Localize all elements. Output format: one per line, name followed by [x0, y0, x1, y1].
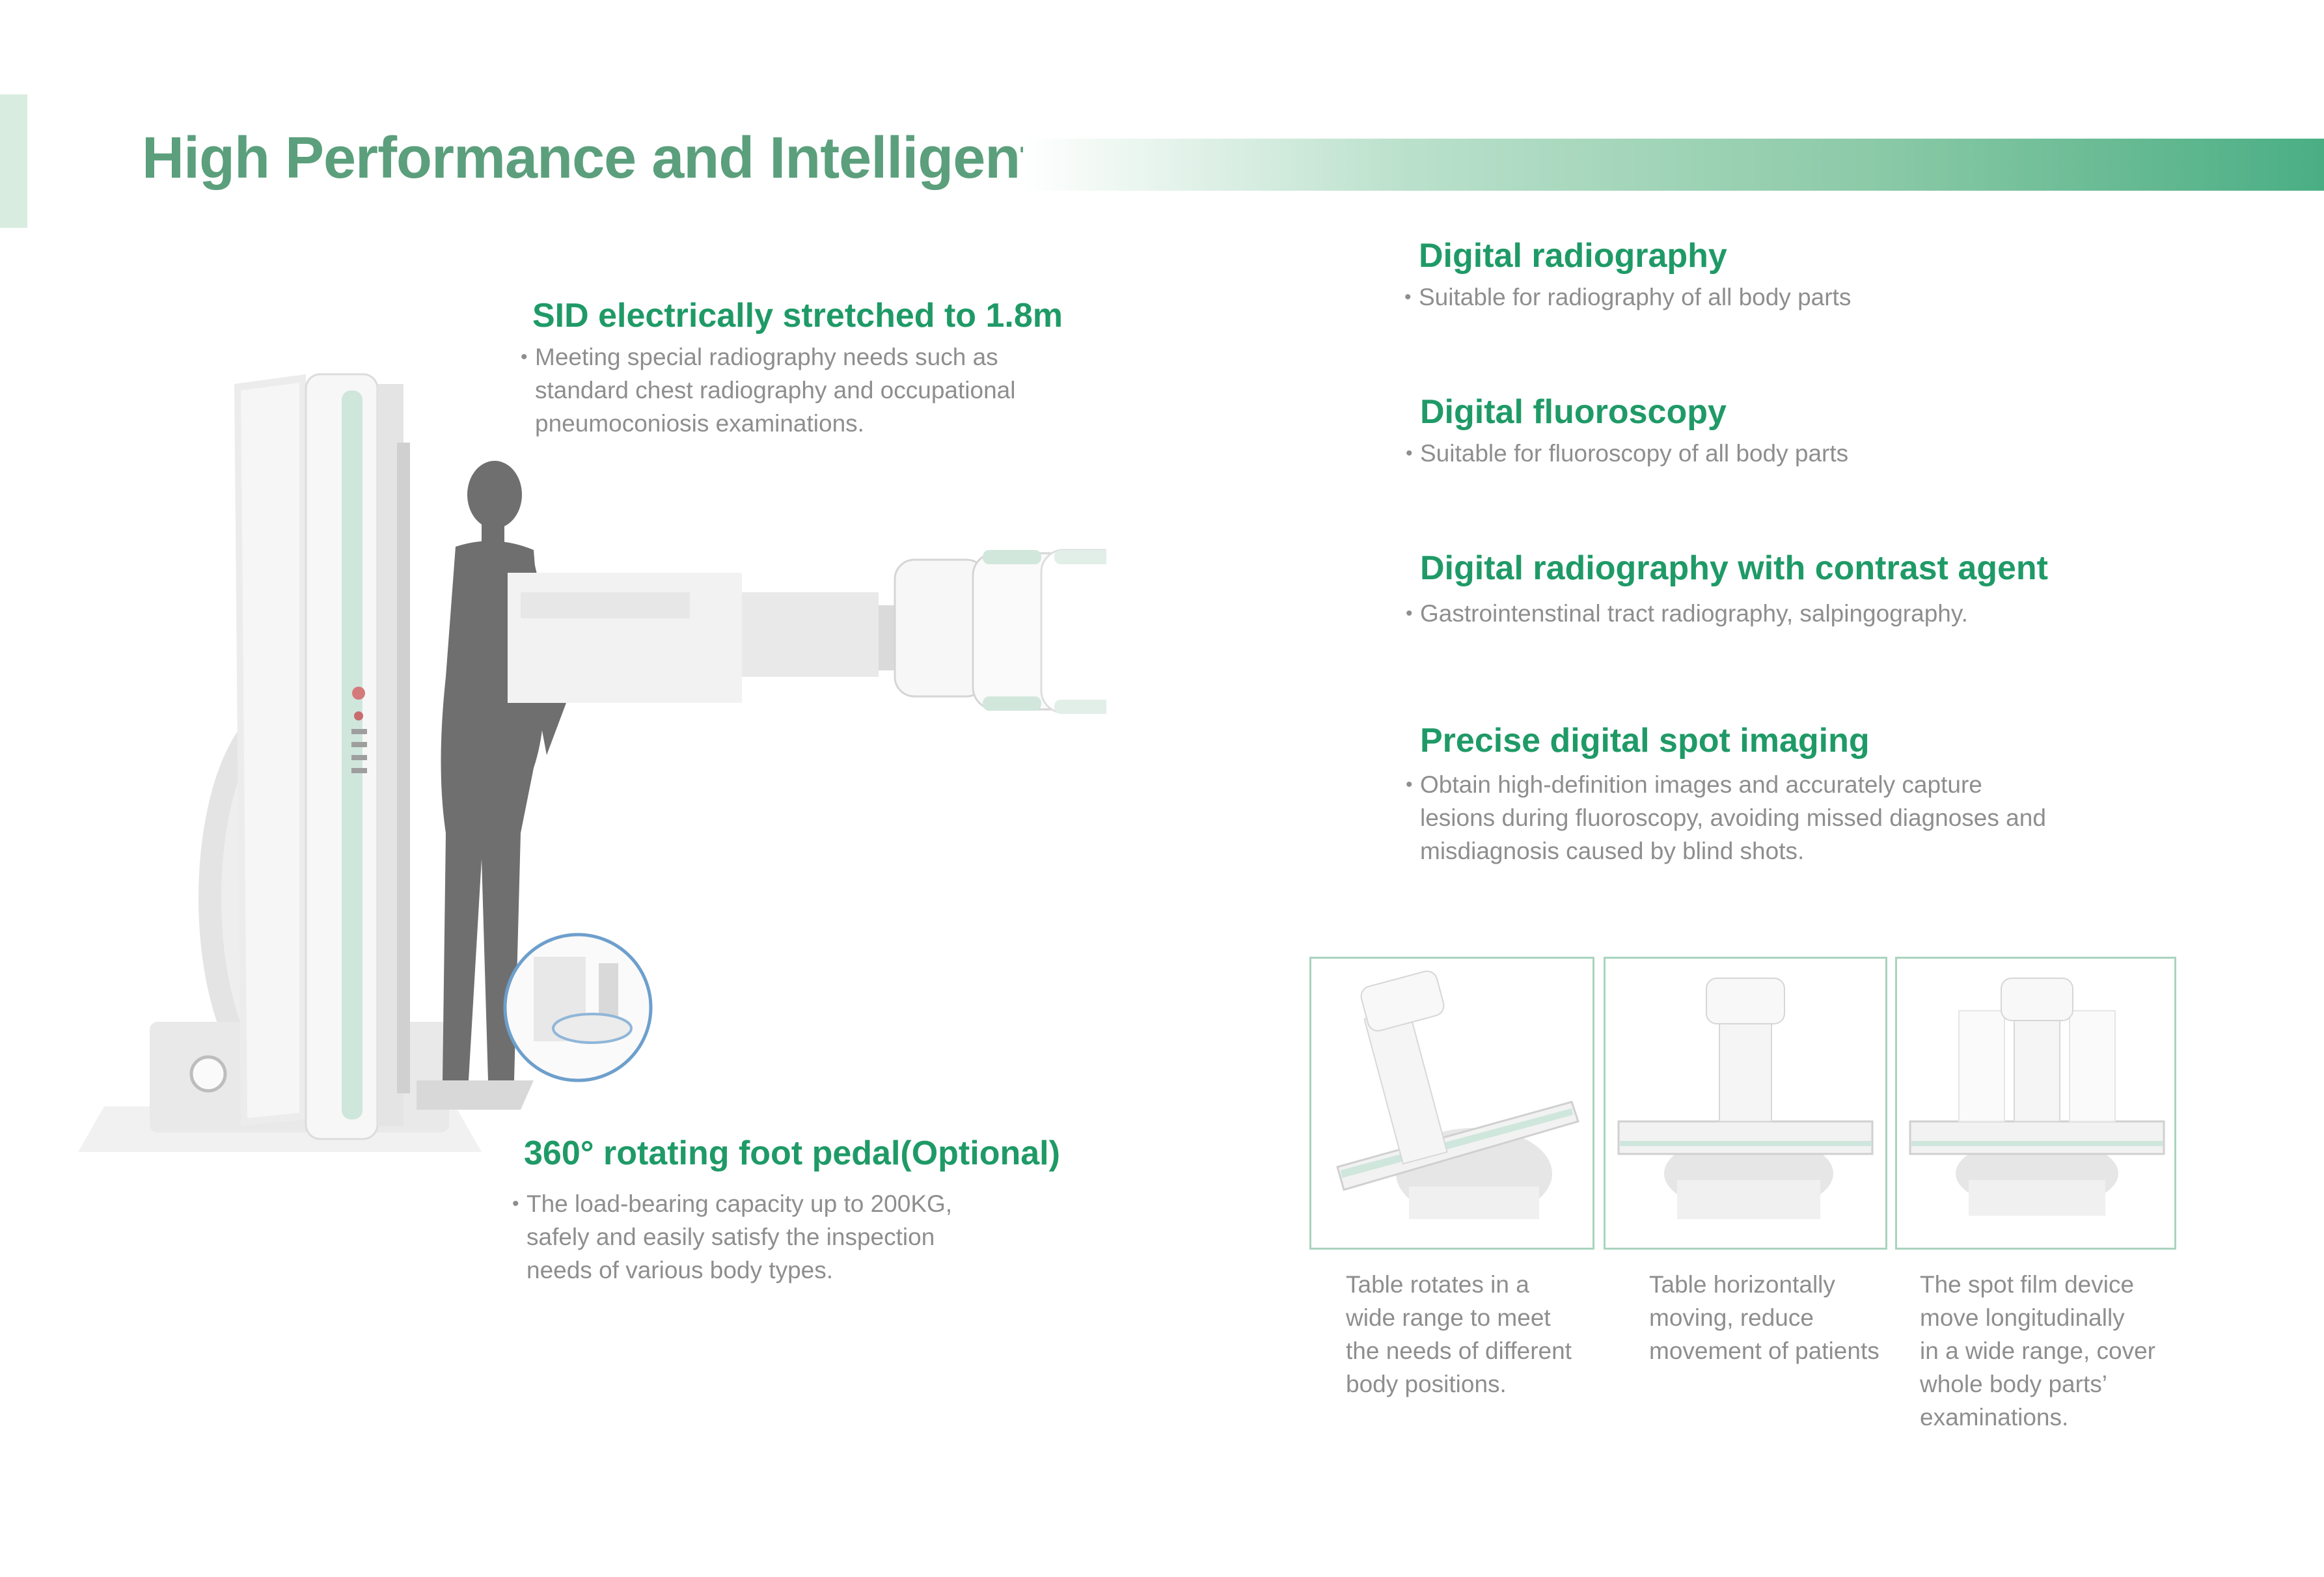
- feature-title: Digital fluoroscopy: [1420, 393, 1727, 431]
- feature-title: Digital radiography: [1419, 237, 1727, 275]
- feature-title: Precise digital spot imaging: [1420, 722, 1870, 760]
- feature-title: 360° rotating foot pedal(Optional): [524, 1134, 1060, 1172]
- feature-digital-radiography: Digital radiography • Suitable for radio…: [1404, 236, 1852, 314]
- feature-description: • Meeting special radiography needs such…: [521, 340, 1063, 440]
- caption-line: The spot film device: [1920, 1271, 2135, 1298]
- feature-line: The load-bearing capacity up to 200KG,: [526, 1190, 953, 1217]
- feature-line: pneumoconiosis examinations.: [535, 410, 864, 437]
- bullet-icon: •: [512, 1193, 519, 1214]
- thumbnail-spot-film: [1895, 957, 2176, 1250]
- thumbnail-caption-3: The spot film device move longitudinally…: [1920, 1268, 2155, 1434]
- feature-line: Obtain high-definition images and accura…: [1420, 771, 1982, 798]
- feature-title: Digital radiography with contrast agent: [1420, 549, 2048, 587]
- bullet-icon: •: [521, 346, 528, 368]
- feature-line: Suitable for fluoroscopy of all body par…: [1420, 440, 1849, 467]
- feature-line: needs of various body types.: [526, 1257, 834, 1283]
- bullet-icon: •: [1406, 774, 1413, 795]
- thumbnail-table-rotates: [1309, 957, 1594, 1250]
- horizontal-table-machine-icon: [1617, 978, 1874, 1219]
- caption-line: the needs of different: [1346, 1337, 1572, 1364]
- feature-line: misdiagnosis caused by blind shots.: [1420, 838, 1805, 864]
- spot-film-device-machine-icon: [1909, 978, 2165, 1216]
- feature-line: Meeting special radiography needs such a…: [535, 344, 998, 370]
- caption-line: Table rotates in a: [1346, 1271, 1529, 1298]
- caption-line: movement of patients: [1649, 1337, 1880, 1364]
- title-gradient-bar: [1023, 139, 2324, 191]
- bullet-icon: •: [1404, 286, 1412, 308]
- caption-line: in a wide range, cover: [1920, 1337, 2155, 1364]
- feature-line: Gastrointenstinal tract radiography, sal…: [1420, 600, 1968, 627]
- feature-spot-imaging: Precise digital spot imaging • Obtain hi…: [1406, 721, 2046, 868]
- feature-description: • Gastrointenstinal tract radiography, s…: [1406, 597, 2048, 630]
- feature-description: • The load-bearing capacity up to 200KG,…: [512, 1187, 1060, 1287]
- feature-digital-fluoroscopy: Digital fluoroscopy • Suitable for fluor…: [1406, 392, 1849, 470]
- feature-contrast-agent: Digital radiography with contrast agent …: [1406, 549, 2048, 630]
- feature-description: • Obtain high-definition images and accu…: [1406, 768, 2046, 868]
- feature-line: standard chest radiography and occupatio…: [535, 377, 1016, 404]
- caption-line: wide range to meet: [1346, 1304, 1551, 1331]
- left-accent-bar: [0, 94, 27, 228]
- caption-line: Table horizontally: [1649, 1271, 1835, 1298]
- caption-line: move longitudinally: [1920, 1304, 2125, 1331]
- bullet-icon: •: [1406, 443, 1413, 464]
- foot-pedal-inset: [503, 933, 653, 1082]
- feature-foot-pedal: 360° rotating foot pedal(Optional) • The…: [512, 1134, 1060, 1287]
- thumbnail-table-horizontal: [1604, 957, 1887, 1250]
- caption-line: moving, reduce: [1649, 1304, 1814, 1331]
- bullet-icon: •: [1406, 603, 1413, 624]
- feature-line: safely and easily satisfy the inspection: [526, 1224, 935, 1250]
- caption-line: whole body parts’: [1920, 1371, 2107, 1397]
- feature-description: • Suitable for radiography of all body p…: [1404, 281, 1852, 314]
- tilted-table-machine-icon: [1336, 970, 1579, 1219]
- feature-sid-stretch: SID electrically stretched to 1.8m • Mee…: [521, 296, 1063, 440]
- page-title: High Performance and Intelligent: [142, 126, 1039, 191]
- radiography-machine-illustration: [78, 373, 1106, 1152]
- feature-title: SID electrically stretched to 1.8m: [532, 297, 1063, 335]
- feature-line: Suitable for radiography of all body par…: [1419, 284, 1852, 310]
- feature-description: • Suitable for fluoroscopy of all body p…: [1406, 437, 1849, 470]
- thumbnail-caption-2: Table horizontally moving, reduce moveme…: [1649, 1268, 1880, 1367]
- caption-line: examinations.: [1920, 1404, 2069, 1431]
- thumbnail-caption-1: Table rotates in a wide range to meet th…: [1346, 1268, 1572, 1401]
- caption-line: body positions.: [1346, 1371, 1507, 1397]
- feature-line: lesions during fluoroscopy, avoiding mis…: [1420, 804, 2046, 831]
